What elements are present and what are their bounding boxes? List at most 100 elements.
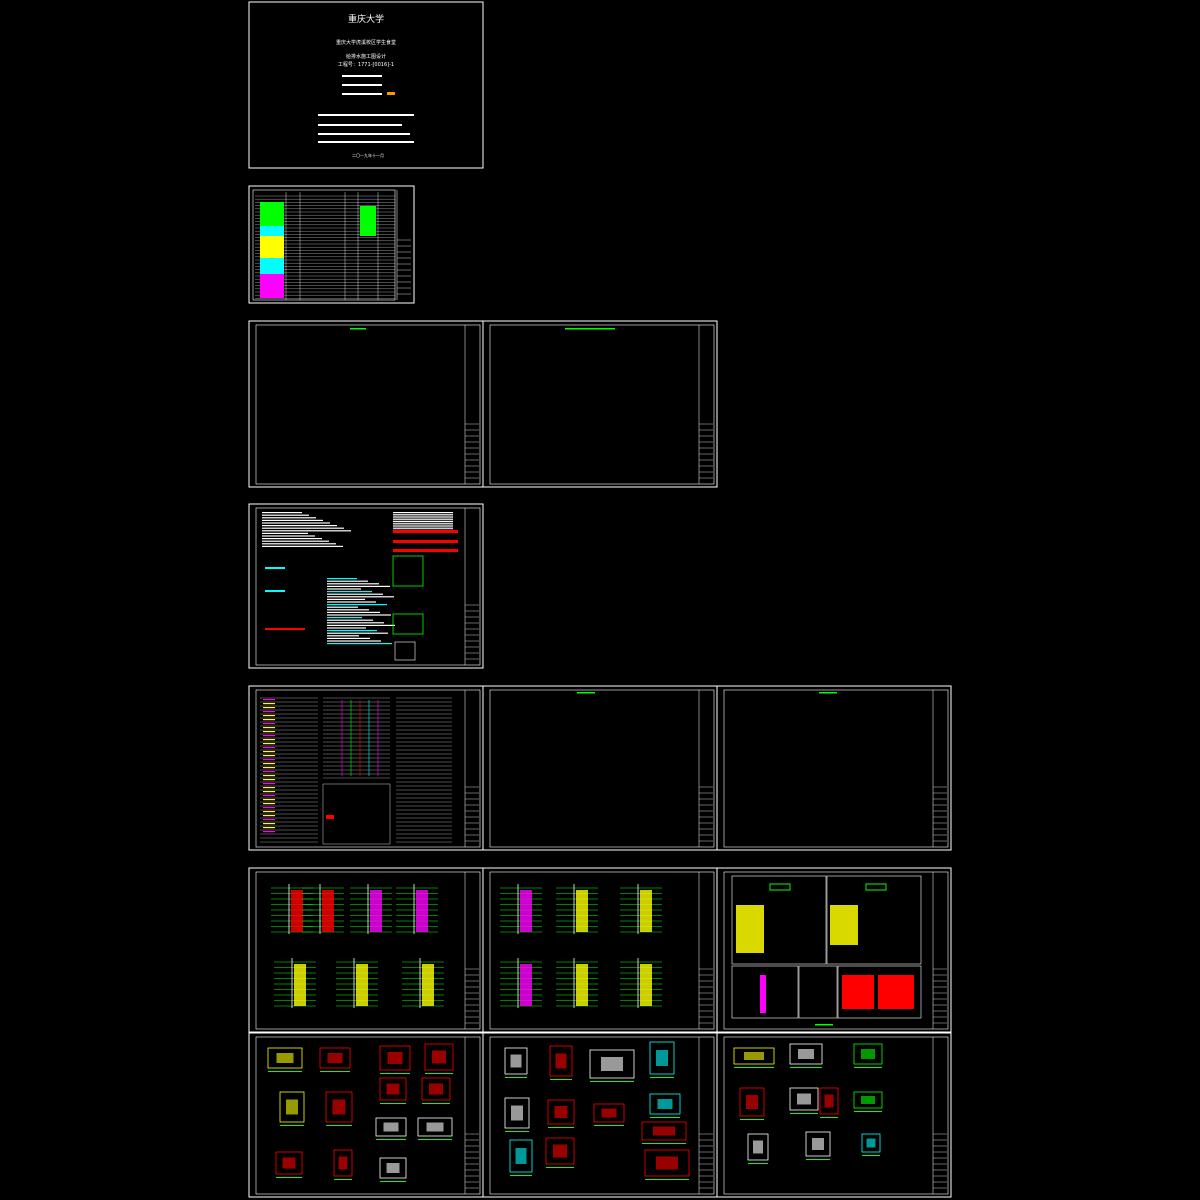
- riser-diagram-sheet-1[interactable]: [248, 867, 484, 1033]
- detail-body: [282, 1157, 296, 1169]
- cover-signature-block: [342, 75, 395, 95]
- equipment-detail-sheet[interactable]: [716, 867, 952, 1033]
- riser-diagrams: [500, 884, 662, 1008]
- detail-outline: [279, 1091, 305, 1123]
- riser-fill: [370, 890, 382, 932]
- riser-fill: [322, 890, 334, 932]
- note-text-line: [393, 521, 453, 522]
- schedule-cell-mark: [263, 703, 275, 705]
- schedule-cell-mark: [263, 707, 275, 709]
- schedule-sheet[interactable]: [248, 685, 484, 851]
- detail-caption-line: [334, 1179, 352, 1180]
- detail-body: [656, 1156, 678, 1170]
- detail-outline: [644, 1149, 690, 1177]
- schedule-cell-mark: [263, 763, 275, 765]
- detail-outline: [319, 1047, 351, 1069]
- detail-caption-line: [320, 1071, 350, 1072]
- blank-sheet-4[interactable]: [716, 685, 952, 851]
- riser-diagram-sheet-2[interactable]: [482, 867, 718, 1033]
- detail-outline: [504, 1097, 530, 1129]
- schedule-cell-mark: [263, 775, 275, 777]
- detail-body: [327, 1053, 343, 1063]
- schedule-cell-mark: [263, 791, 275, 793]
- schedule-cell-mark: [263, 699, 275, 701]
- detail-caption-line: [590, 1081, 634, 1082]
- detail-caption-line: [806, 1159, 830, 1160]
- blank-sheet-2[interactable]: [482, 320, 718, 488]
- note-text-line: [327, 585, 390, 587]
- note-text-line: [393, 513, 453, 515]
- detail-outline: [739, 1087, 765, 1117]
- schedule-cell-mark: [263, 823, 275, 825]
- schedule-sub-table: [322, 783, 391, 845]
- schedule-cell-mark: [263, 783, 275, 785]
- note-text-line: [327, 627, 366, 629]
- note-text-line: [327, 617, 362, 619]
- riser-fill: [291, 890, 303, 932]
- detail-body: [276, 1053, 294, 1063]
- cover-sheet[interactable]: 重庆大学 重庆大学虎溪校区学生食堂 给排水施工图设计 工程号：1771-[001…: [248, 1, 484, 169]
- detail-outline: [275, 1151, 303, 1175]
- detail-caption-line: [280, 1125, 304, 1126]
- schedule-cell-mark: [263, 723, 275, 725]
- detail-outline: [805, 1131, 831, 1157]
- note-text-line: [327, 614, 391, 616]
- blank-sheet-1[interactable]: [248, 320, 484, 488]
- detail-outline: [789, 1043, 823, 1065]
- detail-outline: [333, 1149, 353, 1177]
- schedule-cell-mark: [263, 747, 275, 749]
- node-detail-sheet-2[interactable]: [482, 1032, 718, 1198]
- detail-caption-line: [820, 1117, 838, 1118]
- note-text-line: [327, 640, 381, 642]
- note-text-line: [327, 591, 372, 593]
- riser-fill: [294, 964, 306, 1006]
- note-text-line: [327, 578, 357, 580]
- detail-caption-line: [790, 1067, 822, 1068]
- design-notes-text: [262, 512, 453, 645]
- schedule-cell-mark: [263, 719, 275, 721]
- detail-outline: [379, 1045, 411, 1071]
- schedule-cell-mark: [263, 751, 275, 753]
- detail-outline: [593, 1103, 625, 1123]
- detail-body: [555, 1053, 567, 1069]
- drawing-index-sheet[interactable]: [248, 185, 415, 304]
- node-detail-sheet-1[interactable]: [248, 1032, 484, 1198]
- node-detail-sheet-3[interactable]: [716, 1032, 952, 1198]
- note-text-line: [262, 522, 330, 524]
- schedule-cell-mark: [263, 715, 275, 717]
- detail-body: [656, 1050, 668, 1066]
- note-text-line: [393, 528, 453, 530]
- riser-fill: [576, 964, 588, 1006]
- detail-outline: [421, 1077, 451, 1101]
- detail-caption-line: [790, 1113, 818, 1114]
- design-notes-sheet[interactable]: [248, 503, 484, 669]
- detail-outline: [509, 1139, 533, 1173]
- detail-caption-line: [550, 1079, 572, 1080]
- detail-caption-line: [418, 1139, 452, 1140]
- riser-fill: [640, 890, 652, 932]
- detail-caption-line: [548, 1127, 574, 1128]
- note-text-line: [262, 527, 344, 529]
- note-text-line: [262, 514, 309, 516]
- detail-body: [510, 1054, 522, 1068]
- detail-caption-line: [510, 1175, 532, 1176]
- detail-outline: [267, 1047, 303, 1069]
- blank-sheet-3[interactable]: [482, 685, 718, 851]
- note-text-line: [393, 515, 453, 517]
- detail-caption-line: [546, 1167, 574, 1168]
- detail-body: [429, 1083, 443, 1095]
- note-text-line: [393, 524, 453, 526]
- schedule-cell-mark: [263, 787, 275, 789]
- detail-outline: [417, 1117, 453, 1137]
- schedule-cell-mark: [263, 771, 275, 773]
- detail-body: [286, 1099, 298, 1115]
- detail-caption-line: [734, 1067, 774, 1068]
- detail-outline: [861, 1133, 881, 1153]
- detail-body: [798, 1049, 814, 1059]
- note-text-line: [327, 601, 376, 603]
- note-text-line: [327, 632, 388, 634]
- note-text-line: [262, 535, 315, 537]
- detail-body: [657, 1099, 673, 1109]
- note-text-line: [327, 604, 387, 606]
